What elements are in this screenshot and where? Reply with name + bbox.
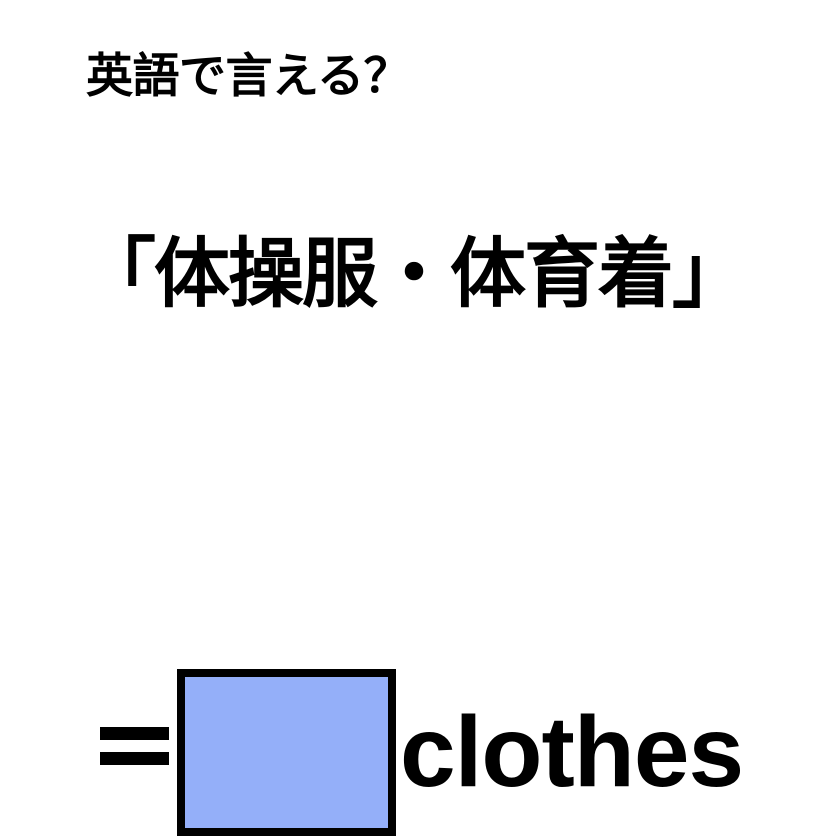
answer-equation-row: clothes — [0, 330, 826, 836]
prompt-question-text: 英語で言える？ — [86, 49, 411, 104]
japanese-term-text: 「体操服・体育着」 — [80, 229, 748, 318]
quiz-slide: 英語で言える？ 「体操服・体育着」 clothes — [0, 49, 826, 836]
equals-bar-bottom — [100, 752, 169, 765]
blank-answer-box[interactable] — [177, 669, 396, 836]
equals-bar-top — [100, 727, 169, 740]
answer-word-text: clothes — [400, 696, 744, 808]
equals-sign-icon — [100, 727, 169, 765]
